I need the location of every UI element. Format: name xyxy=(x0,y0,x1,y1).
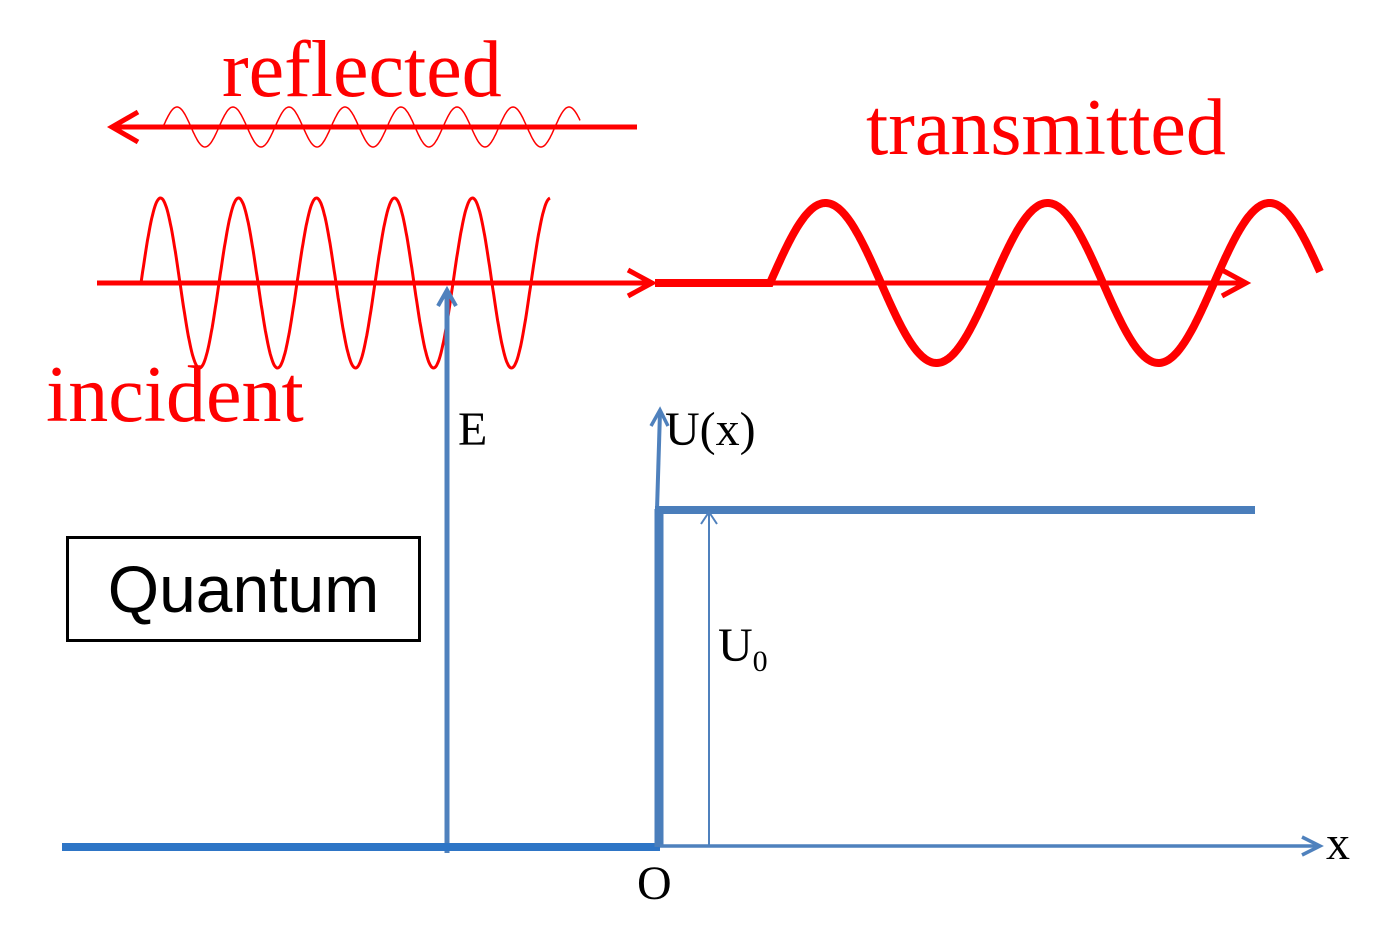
energy-arrowhead xyxy=(436,285,458,307)
incident-label: incident xyxy=(46,351,304,439)
x-axis xyxy=(660,835,1324,857)
incident-arrowhead xyxy=(626,267,658,299)
step-height-label-main: U xyxy=(718,619,753,672)
transmitted-arrowhead xyxy=(1220,267,1252,299)
potential-label: U(x) xyxy=(665,403,756,456)
potential-axis xyxy=(649,406,670,511)
transmitted-curve xyxy=(655,199,1324,367)
transmitted-wave xyxy=(655,199,1324,367)
step-height-label-sub: 0 xyxy=(752,645,768,678)
x-axis-label: x xyxy=(1326,817,1350,870)
quantum-box: Quantum xyxy=(66,536,421,642)
quantum-label: Quantum xyxy=(107,552,380,626)
potential-arrowhead xyxy=(649,406,670,427)
reflected-curve xyxy=(162,106,581,148)
step-height-arrowhead xyxy=(700,510,718,525)
incident-curve xyxy=(139,196,551,370)
reflected-arrowhead xyxy=(106,109,140,145)
step-height-indicator xyxy=(700,510,718,845)
energy-label: E xyxy=(458,403,488,456)
energy-axis xyxy=(436,285,458,853)
reflected-label: reflected xyxy=(222,26,502,114)
step-height-label: U0 xyxy=(718,619,768,677)
potential-step xyxy=(62,506,1255,851)
origin-label: O xyxy=(637,857,672,910)
incident-wave xyxy=(97,196,658,370)
transmitted-label: transmitted xyxy=(866,84,1226,172)
x-axis-arrowhead xyxy=(1301,835,1324,857)
reflected-wave xyxy=(106,106,637,148)
